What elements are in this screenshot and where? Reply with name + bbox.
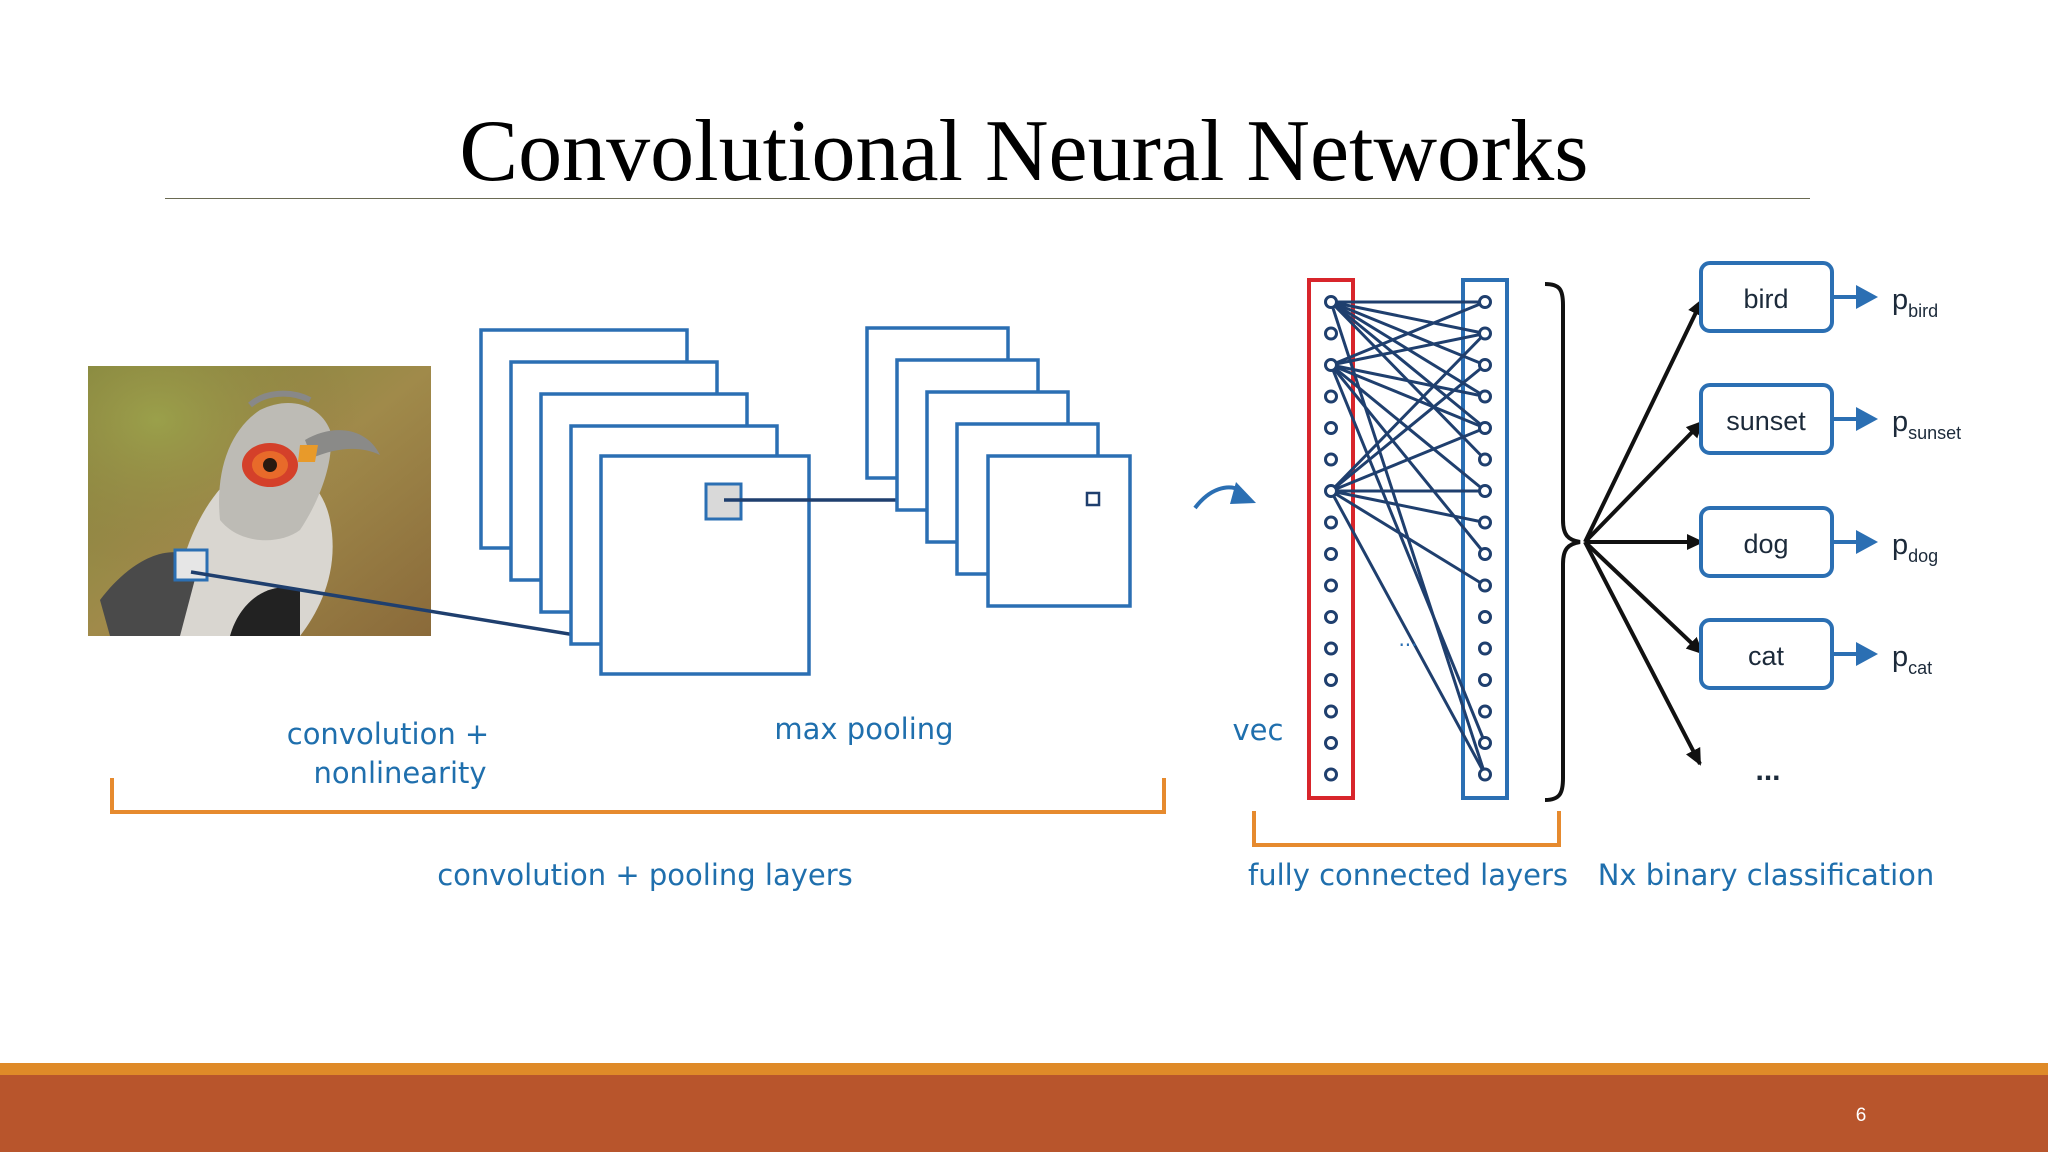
classes-ellipsis: ...: [1755, 754, 1780, 787]
class-label-sunset: sunset: [1726, 406, 1806, 436]
vec-node: [1324, 484, 1338, 498]
fc-ellipsis: ...: [1398, 627, 1417, 651]
class-box-sunset: sunset psunset: [1699, 383, 1961, 455]
hidden-node: [1478, 452, 1492, 467]
vec-node: [1324, 641, 1338, 656]
fc-connection: [1330, 363, 1486, 398]
hidden-node: [1478, 484, 1492, 498]
vec-node: [1324, 578, 1338, 593]
vec-node: [1324, 515, 1338, 530]
fc-connection: [1330, 363, 1486, 493]
class-label-cat: cat: [1748, 641, 1785, 671]
vec-node: [1324, 673, 1338, 687]
title-divider: [165, 198, 1810, 199]
hidden-node: [1478, 767, 1492, 782]
label-convolution: convolution +: [287, 717, 489, 751]
class-box-cat: cat pcat: [1699, 618, 1932, 690]
class-label-bird: bird: [1743, 284, 1788, 314]
fc-connection: [1329, 301, 1487, 775]
fc-connection: [1330, 300, 1486, 335]
classification-arrows: [1583, 298, 1704, 766]
hidden-layer: [1461, 278, 1509, 800]
pooled-feature-maps: [865, 326, 1132, 608]
fc-connection: [1330, 426, 1486, 493]
hidden-nodes: [1478, 295, 1492, 782]
fc-connections: [1329, 300, 1487, 776]
pooled-target-cell: [1085, 491, 1101, 507]
hidden-node: [1478, 389, 1492, 404]
class-box-dog: dog pdog: [1699, 506, 1938, 578]
hidden-node: [1478, 515, 1492, 530]
hidden-node: [1478, 358, 1492, 372]
vec-node: [1324, 358, 1338, 372]
vec-node: [1324, 767, 1338, 782]
flatten-arrowhead: [1230, 482, 1256, 504]
fc-connection: [1330, 332, 1486, 367]
hidden-node: [1478, 736, 1492, 750]
page-number: 6: [1855, 1105, 1867, 1126]
vec-node: [1324, 421, 1338, 435]
hidden-node: [1478, 295, 1492, 309]
vec-node: [1324, 452, 1338, 467]
class-box-bird: bird pbird: [1699, 261, 1938, 333]
class-label-dog: dog: [1743, 529, 1788, 559]
label-vec: vec: [1233, 713, 1284, 747]
footer-bar: [0, 1075, 2048, 1152]
vec-nodes: [1324, 295, 1338, 782]
fc-connection: [1330, 300, 1486, 430]
vec-layer: [1307, 278, 1355, 800]
hidden-node: [1478, 326, 1492, 341]
vec-node: [1324, 736, 1338, 750]
hidden-node: [1478, 547, 1492, 561]
conv-feature-maps: [479, 328, 811, 676]
fc-connection: [1329, 332, 1487, 493]
footer-stripe: [0, 1063, 2048, 1075]
prob-sunset: psunset: [1892, 406, 1961, 443]
conv-projection-line: [190, 570, 625, 645]
output-bracket: [1544, 282, 1581, 802]
hidden-node: [1478, 610, 1492, 624]
fc-connection: [1330, 363, 1486, 430]
hidden-node: [1478, 421, 1492, 435]
vec-node: [1324, 295, 1338, 309]
prob-cat: pcat: [1892, 641, 1932, 678]
vec-node: [1324, 610, 1338, 624]
fc-connection: [1330, 489, 1486, 524]
vec-node: [1324, 704, 1338, 719]
slide-title: Convolutional Neural Networks: [459, 103, 1589, 200]
vec-node: [1324, 547, 1338, 561]
label-conv-pool-layers: convolution + pooling layers: [437, 858, 853, 892]
label-max-pooling: max pooling: [774, 712, 953, 746]
hidden-node: [1478, 641, 1492, 656]
conv-pool-bracket: [110, 778, 1166, 814]
prob-dog: pdog: [1892, 529, 1938, 566]
vec-node: [1324, 326, 1338, 341]
fc-connection: [1330, 300, 1486, 367]
prob-bird: pbird: [1892, 284, 1938, 321]
hidden-node: [1478, 578, 1492, 593]
label-binary-classification: Nx binary classification: [1598, 858, 1935, 892]
fc-connection: [1329, 490, 1487, 776]
label-nonlinearity: nonlinearity: [313, 756, 486, 790]
hidden-node: [1478, 673, 1492, 687]
vec-node: [1324, 389, 1338, 404]
hidden-node: [1478, 704, 1492, 719]
label-fully-connected-layers: fully connected layers: [1248, 858, 1568, 892]
input-bird-image: [88, 366, 431, 636]
fc-bracket: [1252, 811, 1561, 847]
fc-connection: [1329, 364, 1487, 744]
